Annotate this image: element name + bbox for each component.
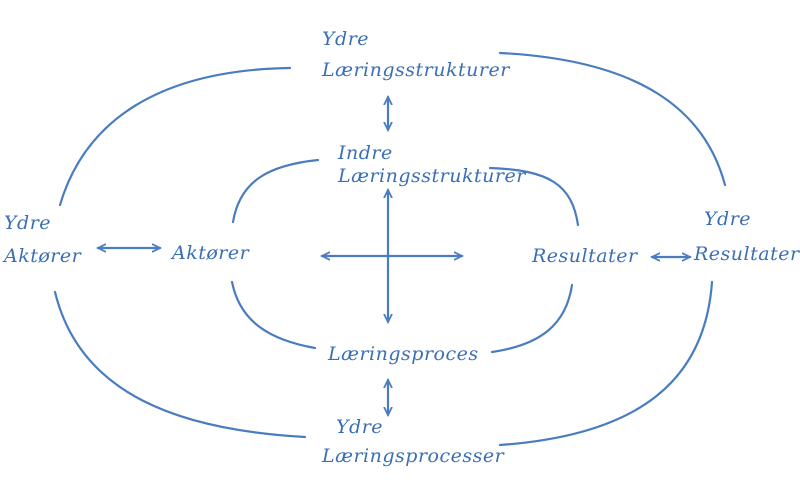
node-inner-left-line1: Aktører — [172, 242, 250, 264]
node-outer-top: Ydre Læringsstrukturer — [322, 28, 510, 82]
node-outer-left-line2: Aktører — [4, 245, 82, 267]
node-inner-right: Resultater — [532, 245, 638, 268]
outer-arc-bottom-left — [53, 290, 307, 439]
node-outer-bottom-line2: Læringsprocesser — [322, 445, 505, 467]
node-outer-top-line1: Ydre — [322, 28, 370, 50]
inner-arc-top-right — [488, 166, 580, 227]
outer-arc-top-right — [498, 51, 727, 187]
node-inner-top: Indre Læringsstrukturer — [338, 142, 526, 188]
outer-arc-top-left — [58, 66, 292, 207]
node-inner-right-line1: Resultater — [532, 245, 638, 267]
inner-arc-bottom-left — [230, 280, 317, 350]
node-outer-left: Ydre Aktører — [4, 212, 81, 268]
node-inner-left: Aktører — [172, 242, 249, 265]
inner-arc-top-left — [231, 158, 320, 224]
node-inner-bottom-line1: Læringsproces — [328, 343, 479, 365]
node-outer-right-line2: Resultater — [694, 243, 800, 265]
node-inner-top-line1: Indre — [338, 142, 393, 164]
inner-arc-bottom-right — [490, 283, 574, 354]
node-outer-bottom-line1: Ydre — [336, 416, 384, 438]
node-outer-bottom: Ydre Læringsprocesser — [322, 416, 504, 468]
node-inner-top-line2: Læringsstrukturer — [338, 165, 526, 187]
node-outer-right: Ydre Resultater — [694, 208, 800, 266]
outer-arc-bottom-right — [498, 280, 714, 447]
node-outer-top-line2: Læringsstrukturer — [322, 59, 510, 81]
node-outer-right-line1: Ydre — [704, 208, 752, 230]
node-outer-left-line1: Ydre — [4, 212, 52, 234]
node-inner-bottom: Læringsproces — [328, 343, 479, 366]
